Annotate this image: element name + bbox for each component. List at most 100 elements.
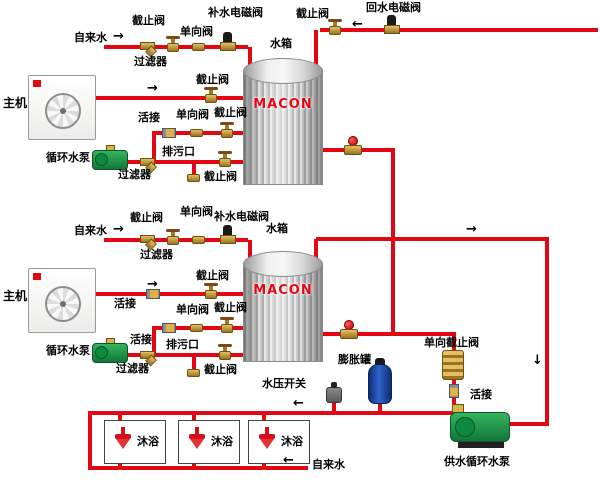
flow-arrow-right-icon: → — [113, 222, 124, 237]
flow-arrow-down-icon: ↓ — [532, 353, 543, 368]
drain-valve-icon — [187, 369, 200, 377]
label-tank-1: 水箱 — [270, 37, 292, 50]
pipe-shower1-bottom-stub — [118, 461, 122, 467]
fan-icon — [45, 286, 81, 322]
filter-icon — [140, 42, 164, 60]
check-valve-icon — [192, 236, 205, 244]
shower-label: 沐浴 — [211, 435, 233, 448]
label-hot-stop-valve-1: 截止阀 — [196, 73, 229, 86]
tank-brand-1: MACON — [253, 97, 313, 112]
label-fill-solenoid-2: 补水电磁阀 — [214, 210, 269, 223]
label-union-bottom: 活接 — [470, 388, 492, 401]
label-drain-stop-valve-2: 截止阀 — [204, 363, 237, 376]
label-tank-2: 水箱 — [266, 222, 288, 235]
check-valve-icon — [190, 324, 203, 332]
label-drain-stop-valve-1: 截止阀 — [204, 170, 237, 183]
label-union-1: 活接 — [138, 111, 160, 124]
label-mid-stop-valve-2: 截止阀 — [214, 301, 247, 314]
brand-logo-icon — [33, 273, 41, 280]
pipe-supply-main — [88, 411, 454, 415]
label-tap-water-bottom: 自来水 — [312, 458, 345, 471]
stop-valve-icon — [166, 36, 180, 52]
union-icon — [449, 384, 459, 398]
shower-label: 沐浴 — [281, 435, 303, 448]
pipe-hot-2 — [96, 292, 243, 296]
water-tank-2-dome — [243, 251, 323, 277]
heat-pump-unit-2 — [28, 268, 96, 333]
label-tap-water-2: 自来水 — [74, 224, 107, 237]
solenoid-valve-icon — [384, 15, 400, 34]
stop-valve-icon — [204, 87, 218, 103]
stop-valve-icon — [204, 283, 218, 299]
label-mid-check-valve-1: 单向阀 — [176, 108, 209, 121]
stop-valve-icon — [220, 317, 234, 333]
label-circ-pump-2: 循环水泵 — [46, 344, 90, 357]
pipe-return-2 — [316, 237, 549, 241]
label-supply-pump: 供水循环水泵 — [444, 455, 510, 468]
label-hot-union-2: 活接 — [114, 297, 136, 310]
stop-valve-icon — [218, 344, 232, 360]
label-mid-check-valve-2: 单向阀 — [176, 303, 209, 316]
pipe-outlet-join-vertical — [391, 148, 395, 336]
filter-icon — [140, 351, 164, 369]
pipe-cold-vertical-1 — [152, 133, 156, 162]
union-icon — [162, 128, 176, 138]
label-circ-pump-1: 循环水泵 — [46, 151, 90, 164]
pump-head — [455, 417, 475, 437]
label-main-unit-2: 主机 — [3, 289, 28, 303]
label-mid-stop-valve-1: 截止阀 — [214, 106, 247, 119]
label-return-solenoid: 回水电磁阀 — [366, 1, 421, 14]
flow-arrow-left-icon: ← — [352, 17, 363, 32]
water-tank-1 — [243, 70, 323, 185]
fan-hub-icon — [60, 108, 66, 114]
tank-brand-2: MACON — [253, 283, 313, 298]
circulating-pump-2 — [92, 338, 128, 366]
water-tank-2 — [243, 263, 323, 362]
pump-head — [95, 153, 108, 166]
pump-head — [95, 346, 108, 359]
label-expansion-tank: 膨胀罐 — [338, 353, 371, 366]
heat-pump-unit-1 — [28, 75, 96, 140]
stop-valve-icon — [218, 151, 232, 167]
label-return-stop-valve: 截止阀 — [296, 7, 329, 20]
brand-logo-icon — [33, 80, 41, 87]
water-tank-1-dome — [243, 58, 323, 84]
solenoid-valve-icon — [220, 32, 236, 51]
union-icon — [162, 323, 176, 333]
pressure-switch-icon — [326, 387, 342, 403]
label-drain-1: 排污口 — [162, 145, 195, 158]
pipe-right-riser — [545, 237, 549, 426]
fan-hub-icon — [60, 301, 66, 307]
ball-valve-icon — [340, 320, 358, 340]
pipe-shower1-top-stub — [118, 415, 122, 421]
pipe-pump-inlet — [510, 422, 549, 426]
union-icon — [146, 289, 160, 299]
pipe-pressure-switch-stub — [332, 402, 336, 411]
pipe-drain-stub-2 — [192, 357, 196, 369]
flow-arrow-left-icon: ← — [283, 453, 294, 468]
label-check-valve-top-1: 单向阀 — [180, 25, 213, 38]
pipe-return-top — [320, 28, 598, 32]
pipe-filter-line-1 — [128, 160, 243, 164]
expansion-tank-cap — [375, 358, 385, 365]
check-valve-icon — [190, 129, 203, 137]
circulating-pump-1 — [92, 145, 128, 173]
label-drain-2: 排污口 — [166, 338, 199, 351]
stop-valve-icon — [166, 229, 180, 245]
pipe-tap-entry-1 — [248, 47, 252, 75]
shower-room-1: 沐浴 — [104, 420, 166, 464]
drain-valve-icon — [187, 174, 200, 182]
label-stop-valve-top-1: 截止阀 — [132, 14, 165, 27]
pipe-shower3-bottom-stub — [262, 461, 266, 467]
label-pressure-switch: 水压开关 — [262, 377, 306, 390]
shower-head-icon — [255, 427, 279, 455]
shower-head-icon — [185, 427, 209, 455]
flow-arrow-right-icon: → — [147, 277, 158, 292]
pipe-shower3-top-stub — [262, 415, 266, 421]
label-filter-bottom-2: 过滤器 — [116, 362, 149, 375]
flow-arrow-left-icon: ← — [293, 396, 304, 411]
pipe-tap-entry-2 — [248, 240, 252, 264]
shower-room-3: 沐浴 — [248, 420, 310, 464]
flow-arrow-right-icon: → — [466, 222, 477, 237]
